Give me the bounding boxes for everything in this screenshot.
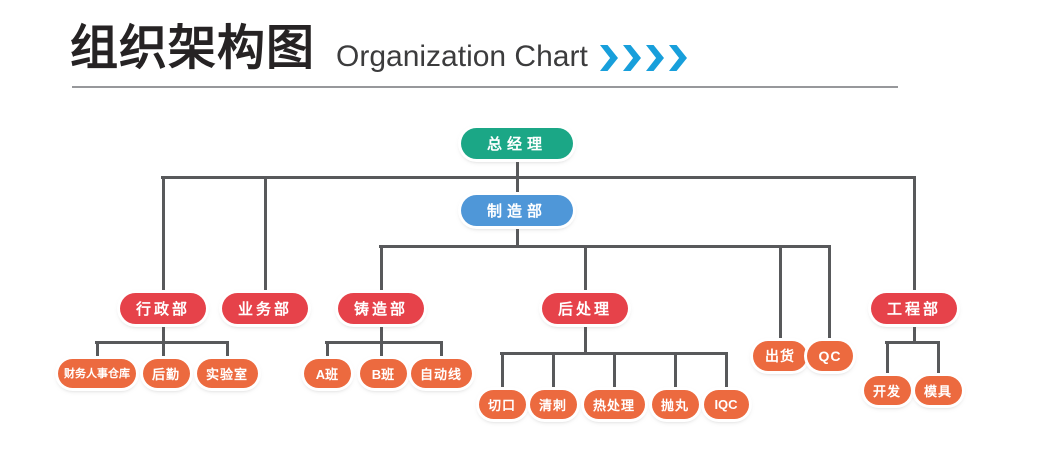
page-title-cn: 组织架构图 — [70, 22, 316, 75]
connector-line — [827, 246, 831, 343]
connector-line — [95, 342, 99, 360]
org-node-qc: QC — [807, 341, 853, 371]
org-node-cutting: 切口 — [478, 389, 526, 419]
page-title-en: Organization Chart — [336, 40, 588, 73]
connector-line — [551, 353, 555, 391]
connector-line — [912, 322, 916, 343]
org-node-casting-dept: 铸造部 — [338, 292, 424, 324]
org-node-post-processing-dept: 后处理 — [542, 292, 628, 324]
connector-line — [885, 342, 889, 377]
org-node-class-b: B班 — [359, 358, 407, 388]
connector-line — [673, 353, 677, 391]
connector-line — [936, 342, 940, 377]
org-node-mold: 模具 — [914, 375, 962, 405]
connector-line — [161, 342, 165, 360]
connector-line — [379, 342, 383, 360]
connector-line — [161, 177, 165, 294]
connector-line — [325, 342, 329, 360]
connector-line — [885, 340, 940, 344]
connector-line — [583, 246, 587, 294]
connector-line — [263, 177, 267, 294]
connector-line — [583, 322, 587, 354]
org-node-admin-dept: 行政部 — [120, 292, 206, 324]
connector-line — [500, 353, 504, 391]
org-node-business-dept: 业务部 — [222, 292, 308, 324]
connector-line — [912, 177, 916, 294]
connector-line — [225, 342, 229, 360]
connector-line — [379, 244, 831, 248]
header-divider — [72, 86, 898, 88]
org-node-general-manager: 总经理 — [461, 127, 573, 159]
org-node-logistics: 后勤 — [142, 358, 190, 388]
org-node-manufacturing-dept: 制造部 — [461, 194, 573, 226]
chevrons-right-icon — [600, 45, 687, 71]
org-node-shipping: 出货 — [753, 341, 807, 371]
org-node-heat-treatment: 热处理 — [583, 389, 645, 419]
org-node-class-a: A班 — [303, 358, 351, 388]
connector-line — [612, 353, 616, 391]
org-node-engineering-dept: 工程部 — [871, 292, 957, 324]
connector-line — [379, 246, 383, 294]
org-node-finance-hr-warehouse: 财务人事仓库 — [58, 358, 136, 388]
connector-line — [161, 175, 916, 179]
org-node-deburring: 清刺 — [529, 389, 577, 419]
connector-line — [439, 342, 443, 360]
org-node-development: 开发 — [863, 375, 911, 405]
connector-line — [724, 353, 728, 391]
org-node-auto-line: 自动线 — [410, 358, 472, 388]
org-node-iqc: IQC — [703, 389, 749, 419]
org-node-laboratory: 实验室 — [196, 358, 258, 388]
connector-line — [161, 322, 165, 343]
connector-line — [379, 322, 383, 343]
connector-line — [778, 246, 782, 343]
org-node-shot-blasting: 抛丸 — [651, 389, 699, 419]
connector-line — [325, 340, 443, 344]
connector-line — [515, 224, 519, 247]
